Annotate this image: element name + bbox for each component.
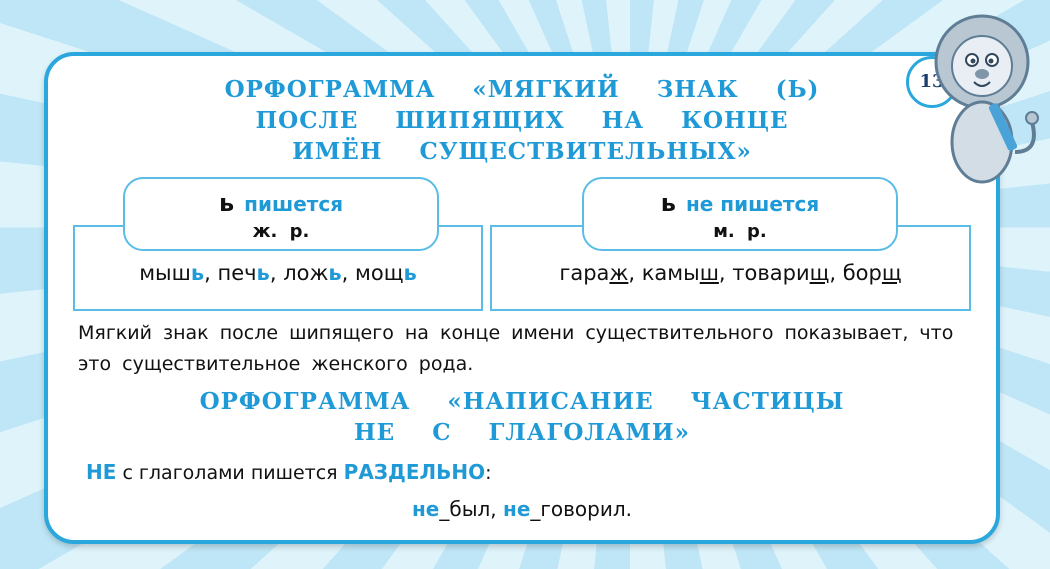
ne-rule: НЕ с глаголами пишется РАЗДЕЛЬНО:	[86, 460, 491, 484]
title-line: после шипящих на конце	[255, 107, 789, 134]
example-ending: ь	[256, 261, 270, 285]
title-line: Орфограмма «мягкий знак (ь)	[224, 76, 820, 103]
example-verb: _был,	[439, 497, 503, 521]
example-ending: ь	[190, 261, 205, 285]
separator: ,	[718, 261, 733, 285]
example-stem: товари	[732, 261, 810, 285]
examples-masculine: гараж, камыш, товарищ, борщ	[492, 261, 969, 285]
example-stem: бор	[842, 261, 882, 285]
rule-text: Мягкий знак после шипящего на конце имен…	[78, 322, 954, 375]
separator: ,	[341, 261, 356, 285]
example-ending: щ	[809, 261, 830, 285]
examples-feminine: мышь, печь, ложь, мощь	[75, 261, 481, 285]
not-written-label: не пишется	[685, 192, 820, 216]
example-ending: ж	[609, 261, 629, 285]
title-line: не с глаголами»	[353, 419, 691, 446]
separator: ,	[204, 261, 218, 285]
ne-particle: не	[503, 497, 531, 521]
example-ending: ь	[328, 261, 342, 285]
tab-written: ь пишется ж. р.	[123, 177, 439, 251]
separator: ,	[269, 261, 284, 285]
lion-mascot-icon	[934, 14, 1039, 184]
separator: ,	[628, 261, 642, 285]
soft-sign-letter: ь	[218, 189, 235, 217]
ne-examples: не_был, не_говорил.	[48, 497, 996, 521]
soft-sign-letter: ь	[660, 189, 676, 217]
rule-middle: с глаголами пишется	[116, 462, 344, 484]
example-verb: _говорил.	[530, 497, 632, 521]
rule-colon: :	[485, 462, 492, 484]
example-stem: камы	[641, 261, 700, 285]
example-ending: ь	[403, 261, 417, 285]
section2-title: Орфограмма «написание частицы не с глаго…	[48, 386, 996, 448]
example-stem: печ	[217, 261, 257, 285]
example-ending: ш	[699, 261, 719, 285]
example-ending: щ	[881, 261, 902, 285]
tab-not-written: ь не пишется м. р.	[582, 177, 898, 251]
gender-feminine: ж. р.	[252, 221, 310, 242]
example-stem: гара	[559, 261, 610, 285]
separately-word: РАЗДЕЛЬНО	[343, 460, 486, 484]
example-stem: мощ	[355, 261, 404, 285]
ne-particle: не	[411, 497, 440, 521]
title-line: имён существительных»	[292, 138, 752, 165]
separator: ,	[829, 261, 843, 285]
rule-card: Орфограмма «мягкий знак (ь) после шипящи…	[44, 52, 1000, 544]
tab-heading: ь не пишется	[584, 189, 896, 217]
tab-heading: ь пишется	[125, 189, 437, 217]
example-stem: мыш	[139, 261, 191, 285]
ne-word: НЕ	[86, 460, 117, 484]
gender-masculine: м. р.	[713, 221, 767, 242]
written-label: пишется	[244, 192, 344, 216]
section1-title: Орфограмма «мягкий знак (ь) после шипящи…	[48, 74, 996, 167]
example-stem: лож	[283, 261, 329, 285]
title-line: Орфограмма «написание частицы	[199, 388, 845, 415]
